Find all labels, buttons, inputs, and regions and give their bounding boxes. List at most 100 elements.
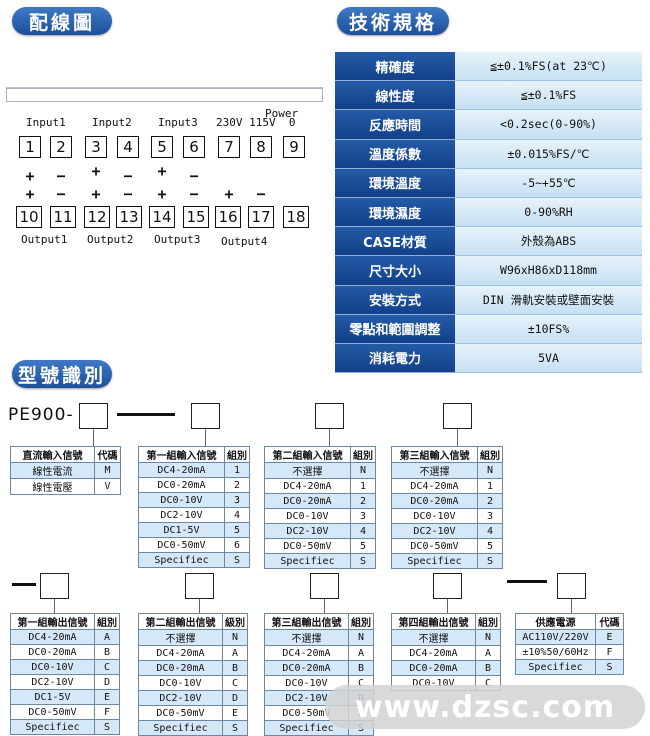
minus-symbol: − bbox=[189, 185, 199, 203]
wiring-area bbox=[6, 102, 323, 267]
minus-symbol: − bbox=[56, 185, 66, 203]
option-code: D bbox=[94, 674, 120, 690]
input1-label: Input1 bbox=[26, 116, 66, 129]
code-box-output1 bbox=[40, 573, 69, 599]
header-code: 組別 bbox=[475, 613, 501, 630]
input3-label: Input3 bbox=[158, 116, 198, 129]
option-code: 1 bbox=[224, 462, 250, 478]
connector-line bbox=[205, 429, 206, 446]
terminal-7: 7 bbox=[218, 136, 240, 158]
option-name: DC2-10V bbox=[264, 523, 351, 539]
minus-symbol: − bbox=[123, 167, 133, 185]
option-name: DC0-20mA bbox=[264, 493, 351, 509]
power-label: Power bbox=[265, 107, 299, 120]
option-name: DC2-10V bbox=[10, 674, 95, 690]
option-code: 1 bbox=[350, 478, 376, 494]
spec-key: 尺寸大小 bbox=[335, 256, 455, 286]
option-name: DC0-50mV bbox=[138, 705, 223, 721]
header-signal: 第二組輸出信號 bbox=[138, 613, 223, 630]
option-code: 6 bbox=[224, 537, 250, 553]
plus-symbol: + bbox=[157, 162, 167, 180]
code-box-output2 bbox=[185, 573, 214, 599]
option-name: DC1-5V bbox=[138, 522, 225, 538]
option-name: DC0-50mV bbox=[138, 537, 225, 553]
header-signal: 第一組輸出信號 bbox=[10, 613, 95, 630]
option-code: E bbox=[94, 689, 120, 705]
option-code: N bbox=[350, 462, 376, 479]
header-signal: 第四組輸出信號 bbox=[391, 613, 476, 630]
option-name: Specifiec bbox=[138, 552, 225, 568]
separator-dash bbox=[507, 580, 547, 583]
option-code: B bbox=[348, 660, 374, 676]
separator-dash bbox=[117, 413, 175, 416]
table-header: 第三組輸入信號組別 bbox=[391, 446, 503, 463]
option-code: 1 bbox=[477, 478, 503, 494]
spec-value: ≦±0.1%FS bbox=[455, 81, 642, 111]
spec-value: 0-90%RH bbox=[455, 197, 642, 228]
header-code: 組別 bbox=[348, 613, 374, 630]
header-signal: 第三組輸出信號 bbox=[264, 613, 349, 630]
option-name: DC0-10V bbox=[264, 508, 351, 524]
spec-key: 線性度 bbox=[335, 81, 455, 111]
connector-line bbox=[447, 599, 448, 613]
option-name: 線性電流 bbox=[10, 462, 95, 479]
output3-label: Output3 bbox=[154, 233, 201, 246]
spec-key: 環境溫度 bbox=[335, 168, 455, 198]
header-code: 級別 bbox=[222, 613, 248, 630]
option-name: DC0-50mV bbox=[10, 704, 95, 720]
terminal-17: 17 bbox=[248, 206, 274, 228]
option-name: DC4-20mA bbox=[10, 629, 95, 645]
option-code: B bbox=[94, 644, 120, 660]
option-name: AC110V/220V bbox=[515, 629, 596, 645]
terminal-13: 13 bbox=[116, 206, 142, 228]
minus-symbol: − bbox=[189, 167, 199, 185]
terminal-10: 10 bbox=[16, 206, 42, 228]
option-code: B bbox=[222, 660, 248, 676]
header-code: 代碼 bbox=[94, 446, 121, 463]
option-code: 4 bbox=[224, 507, 250, 523]
minus-symbol: − bbox=[256, 185, 266, 203]
option-name: DC0-20mA bbox=[391, 493, 478, 509]
option-name: DC4-20mA bbox=[391, 645, 476, 661]
option-code: S bbox=[477, 553, 503, 569]
option-name: DC0-10V bbox=[391, 508, 478, 524]
option-code: V bbox=[94, 478, 121, 495]
option-code: 3 bbox=[224, 492, 250, 508]
terminal-18: 18 bbox=[283, 206, 309, 228]
table-header: 第一組輸出信號組別 bbox=[10, 613, 120, 630]
connector-line bbox=[54, 599, 55, 613]
option-name: Specifiec bbox=[264, 553, 351, 569]
option-name: DC4-20mA bbox=[264, 645, 349, 661]
plus-symbol: + bbox=[25, 167, 35, 185]
option-name: Specifiec bbox=[138, 720, 223, 736]
option-name: DC0-10V bbox=[138, 675, 223, 691]
minus-symbol: − bbox=[123, 185, 133, 203]
connector-line bbox=[199, 599, 200, 613]
input2-label: Input2 bbox=[92, 116, 132, 129]
spec-key: 溫度係數 bbox=[335, 139, 455, 169]
terminal-8: 8 bbox=[250, 136, 272, 158]
terminal-5: 5 bbox=[151, 136, 173, 158]
connector-line bbox=[571, 599, 572, 613]
